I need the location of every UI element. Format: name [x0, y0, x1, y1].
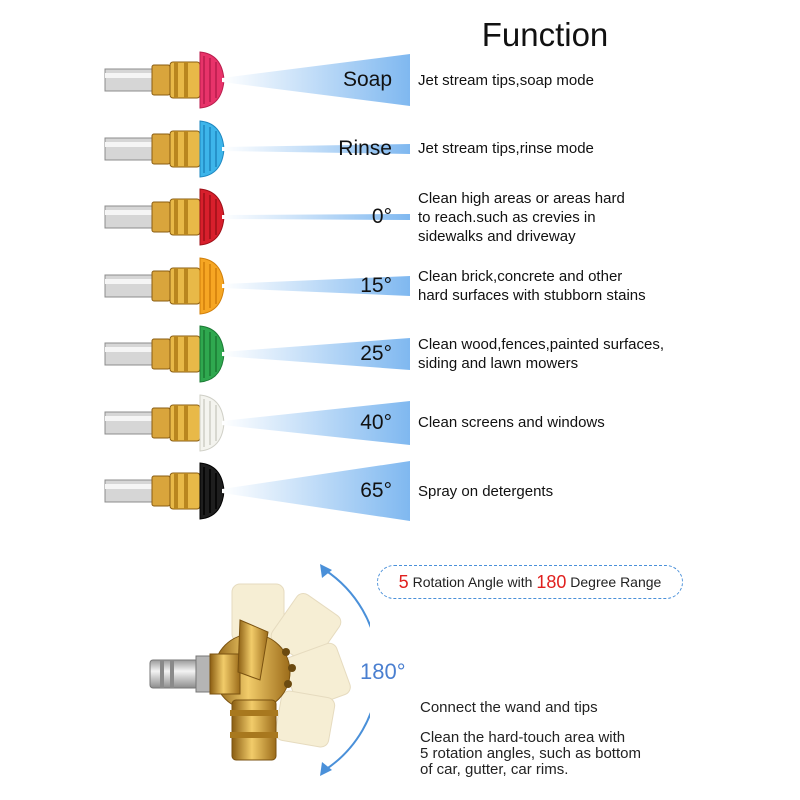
rotating-nozzle-image — [149, 564, 370, 776]
nozzle-tip-image — [104, 462, 225, 520]
tip-description-line: sidewalks and driveway — [418, 227, 576, 245]
nozzle-tip-image — [104, 325, 225, 383]
tip-description: Clean wood,fences,painted surfaces, sidin… — [418, 335, 793, 373]
nozzle-tip-image — [104, 51, 225, 109]
clean-hard-line: of car, gutter, car rims. — [420, 761, 569, 778]
tip-description-line: to reach.such as crevies in — [418, 208, 596, 226]
rotation-text-1: Rotation Angle with — [408, 574, 537, 590]
tip-label: 25° — [360, 342, 392, 365]
spray-pattern — [222, 275, 410, 296]
spray-pattern — [222, 461, 410, 521]
tip-label: 65° — [360, 479, 392, 502]
tip-description-line: Jet stream tips,rinse mode — [418, 140, 594, 157]
nozzle-tip-image — [104, 119, 225, 178]
tip-row: 25° Clean wood,fences,painted surfaces, si… — [0, 320, 800, 388]
connect-text: Connect the wand and tips — [420, 699, 598, 716]
tip-row: 65° Spray on detergents — [0, 457, 800, 525]
tip-description-line: Spray on detergents — [418, 482, 554, 500]
tip-description: Clean screens and windows — [418, 413, 793, 432]
tip-description-line: Jet stream tips,soap mode — [418, 71, 594, 89]
spray-pattern — [222, 143, 410, 154]
spray-pattern — [222, 214, 410, 220]
tip-description-line: Clean screens and windows — [418, 414, 605, 431]
tip-label: Rinse — [338, 136, 392, 160]
tip-row: Soap Jet stream tips,soap mode — [0, 46, 800, 114]
rotation-count: 5 — [398, 571, 409, 592]
tip-description-line: hard surfaces with stubborn stains — [418, 286, 646, 304]
rotation-arc — [324, 569, 370, 771]
tip-label: 15° — [360, 273, 392, 297]
nozzle-tip-image — [104, 188, 225, 246]
tip-description-line: Clean wood,fences,painted surfaces, — [418, 336, 664, 353]
tip-label: 40° — [360, 410, 392, 434]
tip-row: Rinse Jet stream tips,rinse mode — [0, 115, 800, 183]
tip-description: Jet stream tips,soap mode — [418, 71, 793, 90]
nozzle-tip-image — [104, 256, 225, 315]
clean-hard-line: Clean the hard-touch area with — [420, 729, 626, 746]
tip-description-line: siding and lawn mowers — [418, 355, 579, 372]
tip-description-line: Clean brick,concrete and other — [418, 267, 623, 285]
tip-label: Soap — [342, 68, 392, 91]
clean-hard-line: 5 rotation angles, such as bottom — [420, 745, 641, 762]
rotation-range: 180 — [536, 571, 567, 592]
rotation-angle-label: 180° — [360, 659, 406, 684]
rotation-info-badge: 5 Rotation Angle with 180 Degree Range — [377, 565, 683, 599]
tip-label: 0° — [371, 205, 392, 228]
spray-pattern — [222, 400, 410, 445]
tip-description: Spray on detergents — [418, 482, 793, 501]
clean-hard-text: Clean the hard-touch area with 5 rotatio… — [420, 730, 790, 778]
page-title: Function — [481, 16, 609, 53]
tip-description-line: Clean high areas or areas hard — [418, 189, 625, 207]
rotation-text-2: Degree Range — [566, 574, 662, 590]
spray-pattern — [222, 338, 410, 370]
tip-description: Jet stream tips,rinse mode — [418, 139, 793, 158]
tip-row: 40° Clean screens and windows — [0, 389, 800, 457]
spray-pattern — [222, 54, 410, 106]
nozzle-tip-image — [104, 393, 225, 452]
